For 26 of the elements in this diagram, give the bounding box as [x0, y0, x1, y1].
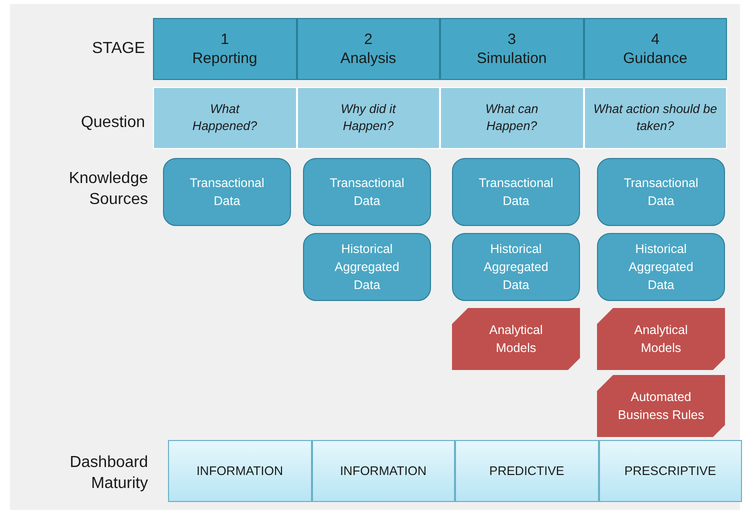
data-source-box: Historical Aggregated Data — [597, 233, 725, 301]
maturity-cell: INFORMATION — [312, 440, 455, 502]
row-heading: Dashboard Maturity — [68, 453, 148, 494]
question-cell: What Happened? — [153, 87, 296, 149]
rules-box: Automated Business Rules — [597, 375, 725, 437]
data-source-box: Historical Aggregated Data — [303, 233, 431, 301]
model-box: Analytical Models — [452, 308, 580, 370]
question-cell: Why did it Happen? — [296, 87, 440, 149]
row-heading: Question — [80, 113, 145, 133]
stage-cell: 4 Guidance — [584, 18, 727, 80]
stage-cell: 1 Reporting — [153, 18, 296, 80]
data-source-box: Transactional Data — [303, 158, 431, 226]
maturity-cell: PREDICTIVE — [455, 440, 598, 502]
model-box: Analytical Models — [597, 308, 725, 370]
data-source-box: Transactional Data — [163, 158, 291, 226]
data-source-box: Historical Aggregated Data — [452, 233, 580, 301]
data-source-box: Transactional Data — [597, 158, 725, 226]
question-cell: What can Happen? — [440, 87, 584, 149]
stage-cell: 2 Analysis — [296, 18, 440, 80]
row-heading: STAGE — [90, 39, 145, 59]
data-source-box: Transactional Data — [452, 158, 580, 226]
maturity-cell: INFORMATION — [168, 440, 312, 502]
stage-cell: 3 Simulation — [440, 18, 584, 80]
row-heading: Knowledge Sources — [68, 169, 148, 210]
maturity-cell: PRESCRIPTIVE — [598, 440, 742, 502]
question-cell: What action should be taken? — [584, 87, 727, 149]
